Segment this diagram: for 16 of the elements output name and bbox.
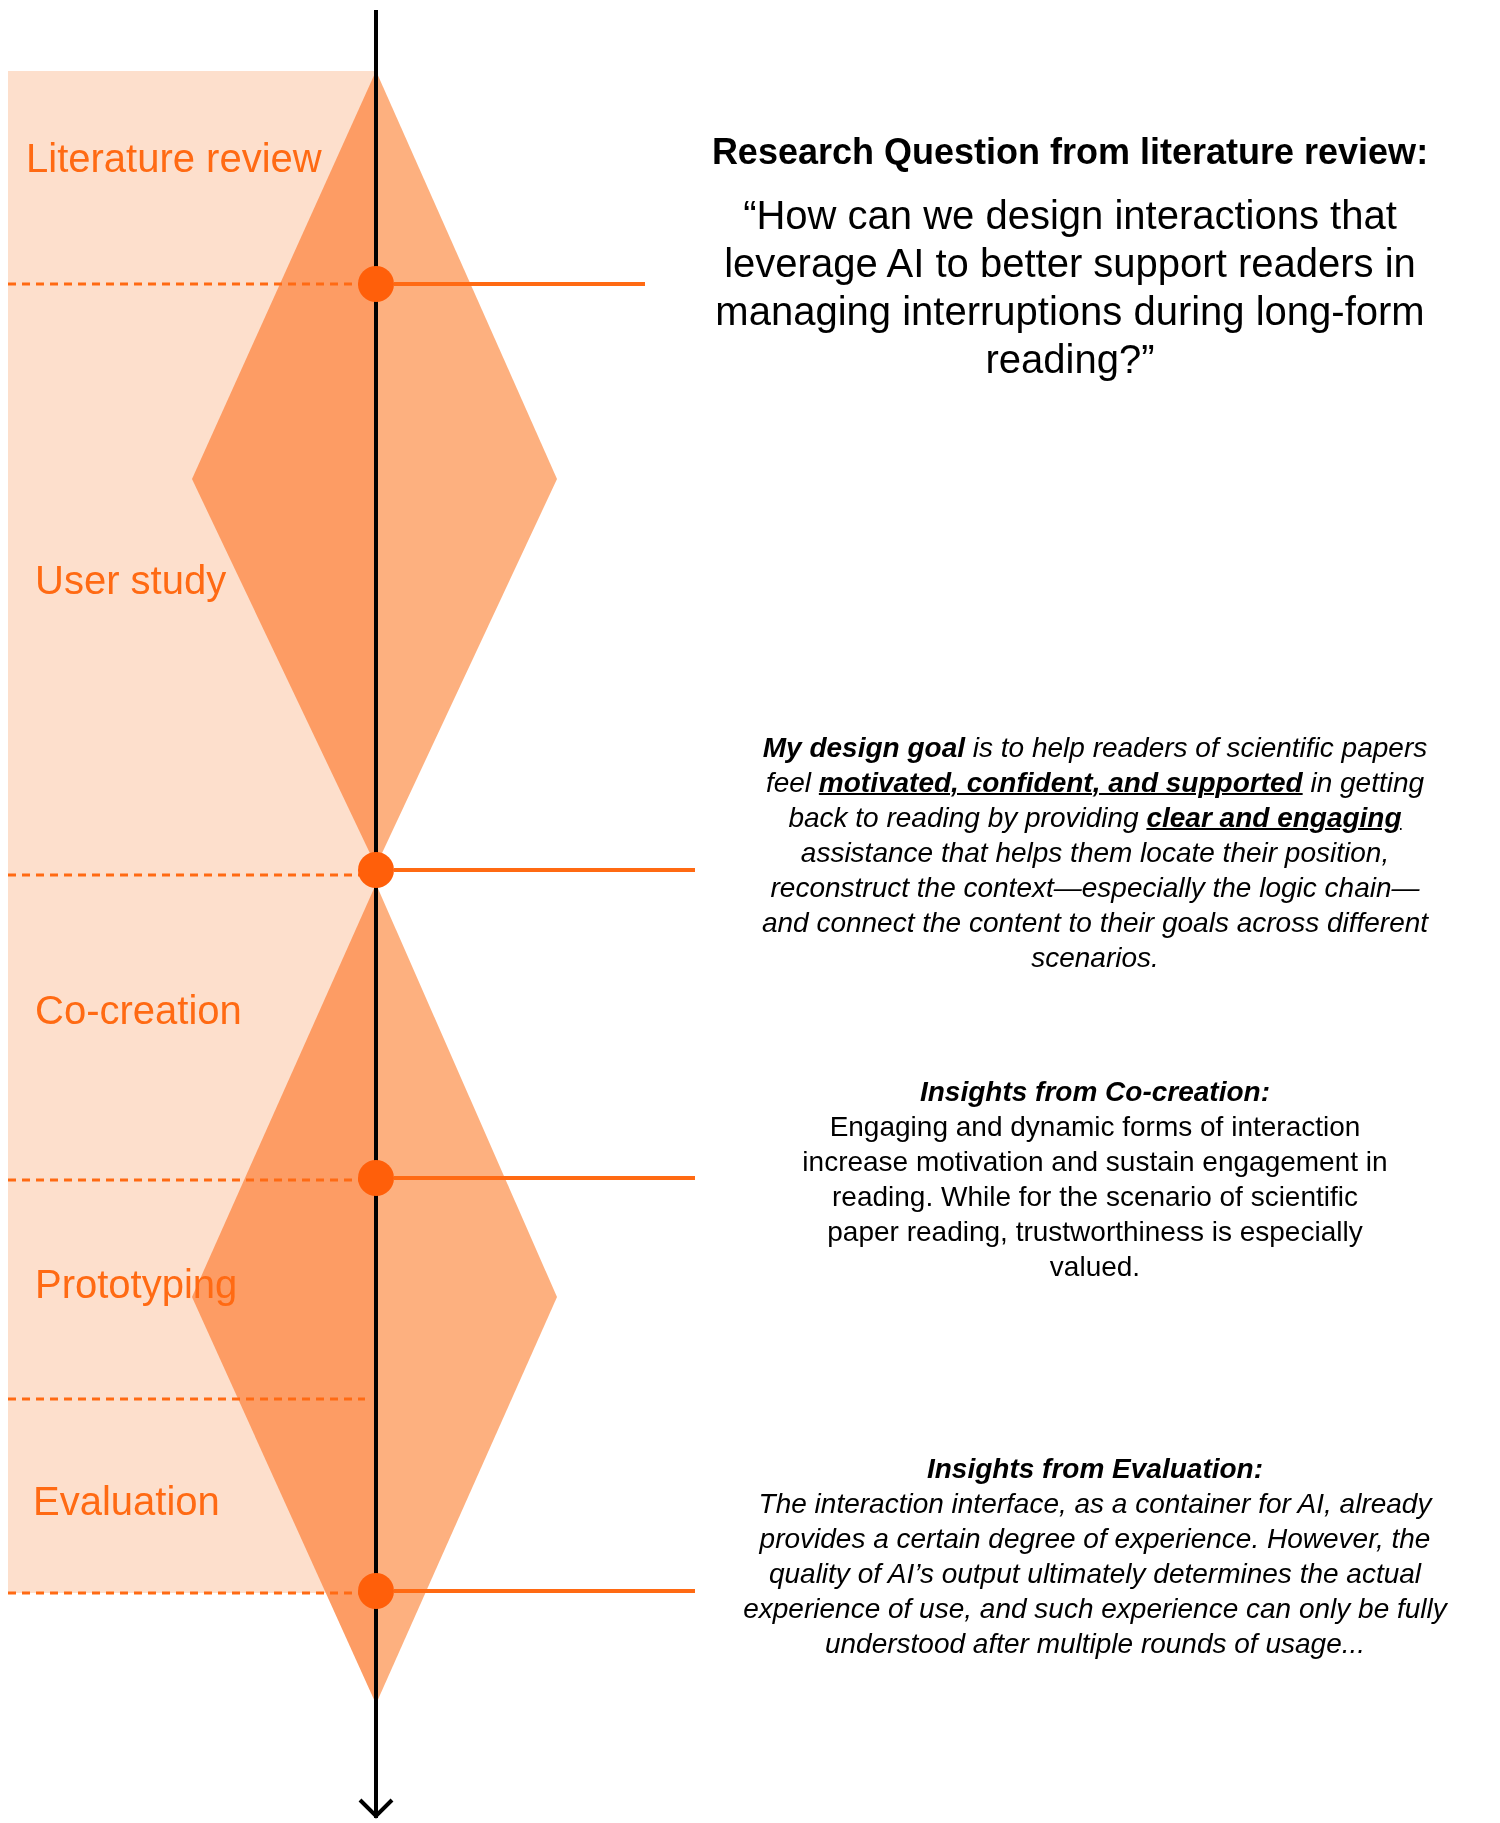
insight-paragraph: The interaction interface, as a container for AI, already provides a certain degree of experience. However, the quality of AI’s output ultimately determines the actual experience of use, and such experience can only be fully understood after multiple rounds of usage...	[742, 1486, 1449, 1661]
section-heading: Insights from Co-creation:	[919, 1075, 1271, 1109]
section-heading: Insights from Evaluation:	[926, 1452, 1264, 1486]
phase-label: Evaluation	[33, 1481, 220, 1521]
phase-label: User study	[35, 560, 227, 600]
insight-paragraph: My design goal is to help readers of scientific papers feel motivated, confident, and supported in getting back to reading by providing clear and engaging assistance that helps them locate their position, reconstruct the context—especially the logic chain—and connect the content to their goals across different scenarios.	[760, 731, 1430, 975]
phase-label: Co-creation	[35, 990, 242, 1030]
connector-line	[394, 282, 645, 286]
insight-paragraph: Engaging and dynamic forms of interaction increase motivation and sustain engagement in reading. While for the scenario of scientific paper reading, trustworthiness is especially valued.	[801, 1109, 1389, 1284]
section-heading: Research Question from literature review:	[710, 130, 1430, 174]
connector-line	[394, 1176, 695, 1180]
connector-line	[394, 1589, 695, 1593]
insight-paragraph: “How can we design interactions that leverage AI to better support readers in managing interruptions during long-form reading?”	[714, 192, 1426, 384]
milestone-dot	[358, 852, 394, 888]
phase-label: Literature review	[26, 138, 322, 178]
connector-line	[394, 868, 695, 872]
